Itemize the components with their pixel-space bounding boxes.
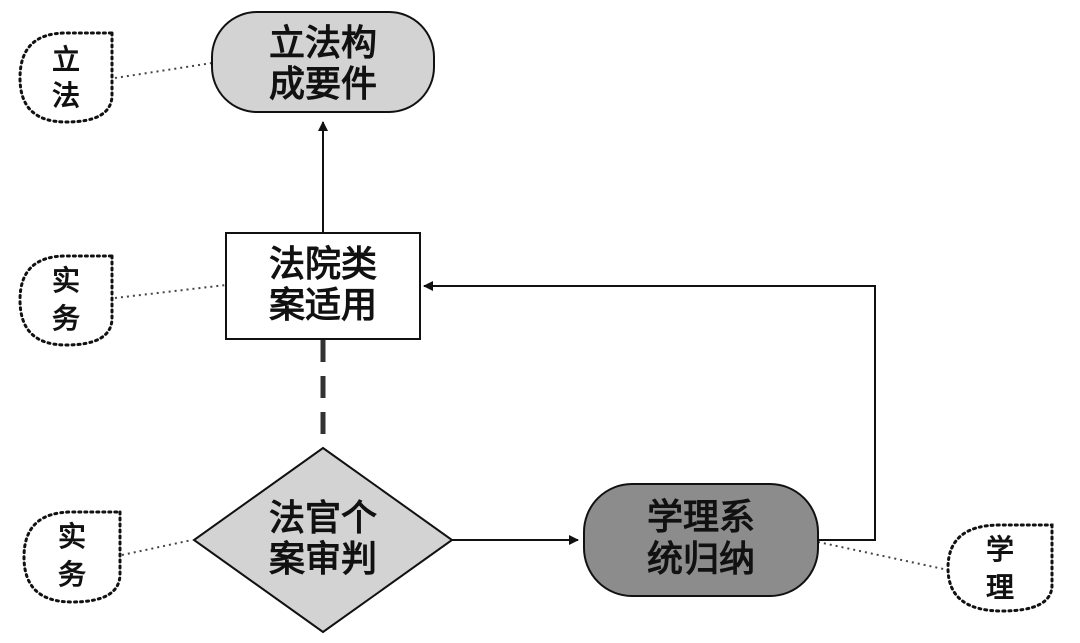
node-doctrine: 学理系 统归纳 [583,483,819,597]
node-legislation: 立法构 成要件 [211,11,435,113]
judge-ruling-label-line2: 案审判 [269,539,377,580]
legislation-note-shape [18,31,114,124]
node-court-cases: 法院类 案适用 [225,232,421,340]
doctrine-label-line2: 统归纳 [647,539,755,580]
note-doctrine: 学 理 [946,523,1054,613]
leader-doctrine-note [817,541,949,571]
doctrine-label-line1: 学理系 [647,496,755,538]
leader-legislation-note [114,62,213,79]
note-legislation: 立 法 [18,31,114,124]
arrow-doctrine-to-court [423,281,876,541]
doctrine-note-shape [946,523,1054,613]
court-cases-note-shape [18,254,114,347]
court-cases-label-line2: 案适用 [269,285,377,326]
judge-ruling-note-line2: 务 [58,558,86,591]
court-cases-shape [225,232,421,340]
judge-ruling-note-shape [22,510,122,604]
doctrine-note-line1: 学 [986,533,1014,566]
judge-ruling-label-line1: 法官个 [269,498,377,539]
court-cases-note-line2: 务 [52,302,80,335]
court-cases-label-line1: 法院类 [269,244,377,285]
judge-ruling-shape [192,446,454,634]
leader-court-note [114,284,227,299]
node-judge-ruling: 法官个 案审判 [192,446,454,634]
doctrine-shape [583,483,819,597]
judge-ruling-note-line1: 实 [58,520,86,553]
court-cases-note-line1: 实 [52,264,80,297]
note-judge-ruling: 实 务 [22,510,122,604]
legislation-shape [211,11,435,113]
legislation-label-line2: 成要件 [269,64,377,105]
legislation-note-line2: 法 [52,79,80,112]
doctrine-note-line2: 理 [986,571,1014,604]
leader-judge-note [121,539,193,556]
legislation-label-line1: 立法构 [269,23,377,64]
legislation-note-line1: 立 [52,43,80,76]
note-court-cases: 实 务 [18,254,114,347]
